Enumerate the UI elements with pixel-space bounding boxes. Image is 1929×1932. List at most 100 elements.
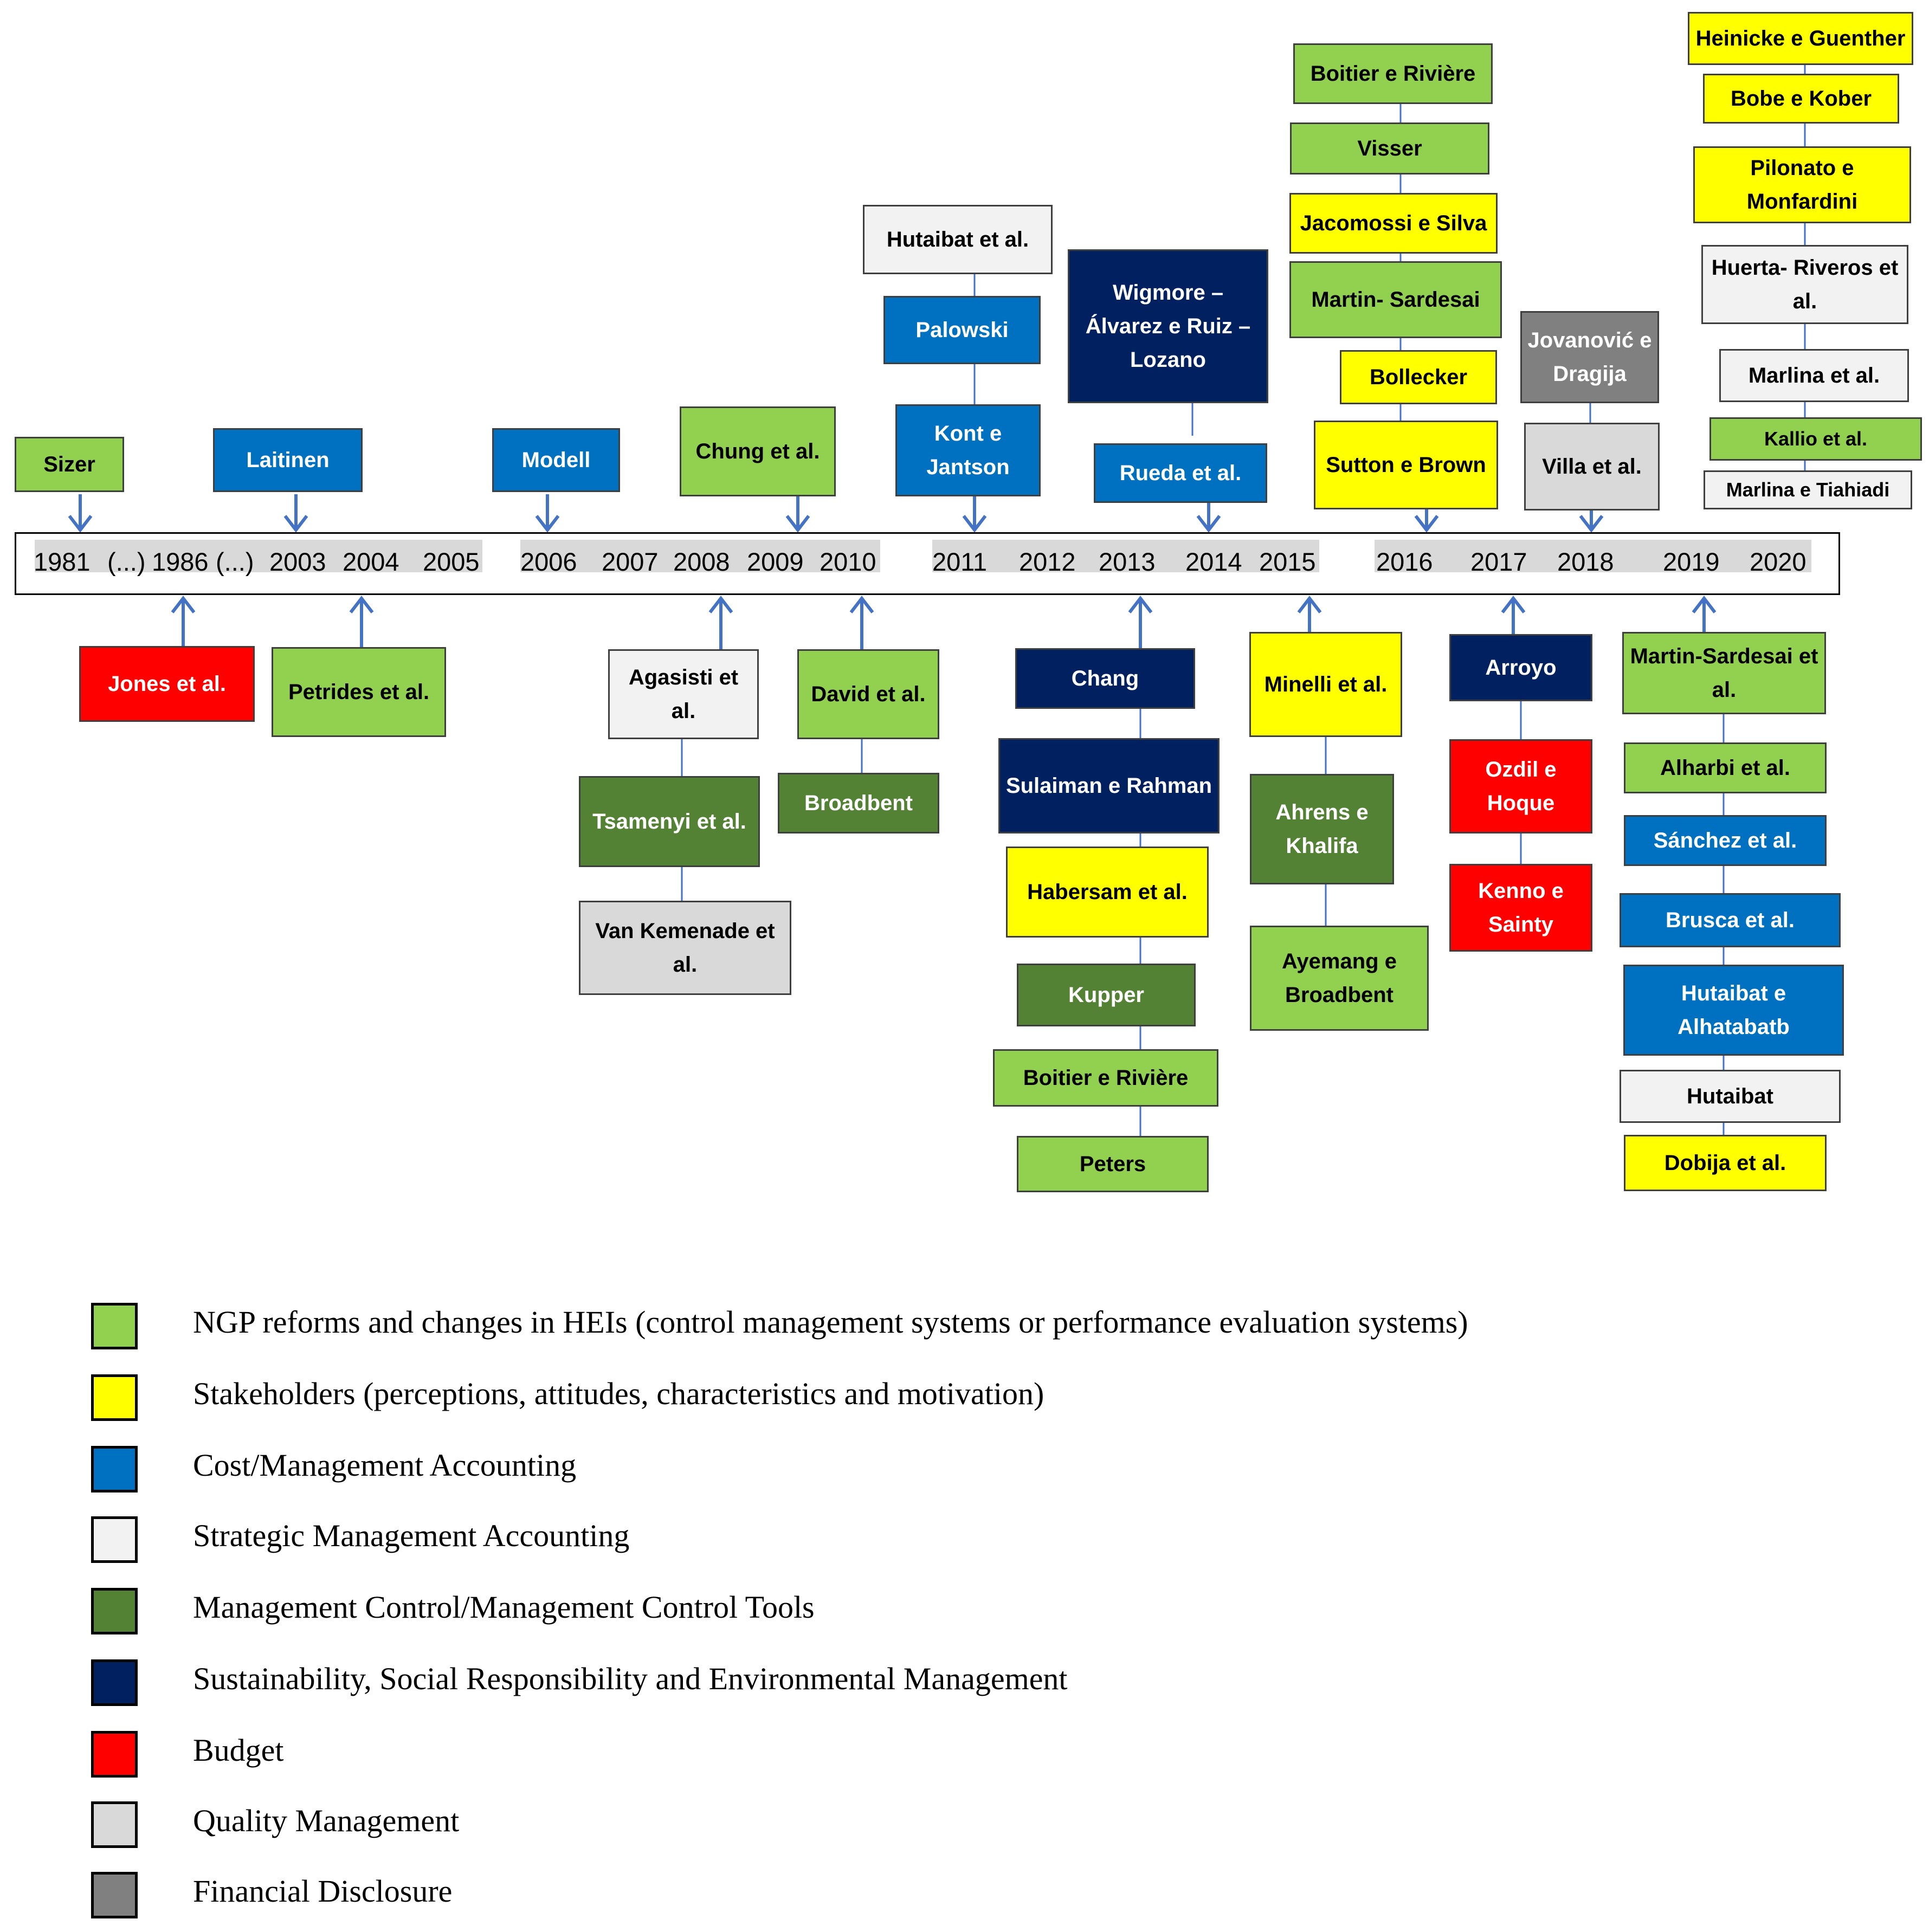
study-label: Tsamenyi et al. [592, 810, 746, 833]
year-label: 1981 [34, 547, 91, 576]
year-label: 2003 [269, 547, 326, 576]
study-label: Peters [1079, 1152, 1146, 1176]
arrow-head [1128, 596, 1153, 613]
arrow-head [283, 515, 308, 533]
study-box-sulaiman-e-rahman: Sulaiman e Rahman [998, 738, 1220, 833]
study-box-boitier-e-rivie-re: Boitier e Rivière [1293, 43, 1493, 104]
study-box-kupper: Kupper [1017, 964, 1196, 1026]
study-label: Chang [1071, 667, 1139, 690]
arrow-head [1414, 515, 1439, 533]
study-label: Boitier e Rivière [1310, 62, 1476, 86]
timeline-arrow [68, 494, 93, 533]
year-label: 2018 [1557, 547, 1614, 576]
study-label: Ahrens e Khalifa [1275, 800, 1369, 858]
study-label: Dobija et al. [1664, 1151, 1786, 1175]
study-label: Laitinen [246, 448, 330, 472]
study-box-kenno-e-sainty: Kenno e Sainty [1449, 864, 1592, 952]
study-label: Kallio et al. [1764, 428, 1868, 450]
study-box-hutaibat-et-al: Hutaibat et al. [863, 205, 1053, 274]
year-label: 2011 [932, 547, 988, 576]
year-label: 2020 [1750, 547, 1807, 576]
legend-label: Stakeholders (perceptions, attitudes, ch… [193, 1376, 1044, 1411]
arrow-head [785, 515, 810, 533]
study-box-heinicke-e-guenther: Heinicke e Guenther [1688, 12, 1913, 65]
study-label: Heinicke e Guenther [1695, 27, 1906, 50]
study-label: Rueda et al. [1119, 461, 1242, 485]
arrow-head [349, 596, 374, 613]
study-label: Marlina e Tiahiadi [1726, 479, 1890, 501]
legend-swatch [91, 1659, 138, 1706]
study-label: Martin- Sardesai [1311, 288, 1480, 312]
study-label: Sutton e Brown [1326, 453, 1486, 477]
study-box-visser: Visser [1290, 122, 1489, 175]
study-box-wigmore-a-lvarez-e-ruiz-lozano: Wigmore – Álvarez e Ruiz – Lozano [1068, 249, 1268, 403]
timeline-arrow [1692, 596, 1717, 632]
arrow-head [535, 515, 560, 533]
timeline-arrow [1128, 596, 1153, 648]
study-box-laitinen: Laitinen [213, 428, 363, 492]
study-label: Sulaiman e Rahman [1005, 774, 1212, 798]
study-box-huerta-riveros-et-al: Huerta- Riveros et al. [1701, 245, 1908, 324]
study-label: Ayemang e Broadbent [1282, 949, 1397, 1007]
study-box-martin-sardesai: Martin- Sardesai [1289, 261, 1502, 338]
study-box-alharbi-et-al: Alharbi et al. [1624, 742, 1827, 793]
arrow-head [708, 596, 733, 613]
study-box-boitier-e-rivie-re: Boitier e Rivière [993, 1049, 1218, 1107]
study-label: Broadbent [804, 791, 913, 815]
legend-label: Strategic Management Accounting [193, 1518, 630, 1553]
timeline-arrow [171, 596, 196, 646]
study-label: Sizer [43, 453, 95, 476]
study-box-hutaibat: Hutaibat [1620, 1070, 1841, 1123]
study-label: Sánchez et al. [1653, 829, 1797, 852]
study-box-david-et-al: David et al. [797, 649, 939, 739]
study-box-minelli-et-al: Minelli et al. [1249, 632, 1402, 737]
study-box-hutaibat-e-alhatabatb: Hutaibat e Alhatabatb [1623, 965, 1844, 1056]
study-box-chang: Chang [1015, 648, 1195, 709]
study-label: Jones et al. [108, 672, 226, 696]
legend-label: Quality Management [193, 1803, 460, 1838]
study-label: Kenno e Sainty [1478, 879, 1564, 936]
arrow-head [68, 515, 93, 533]
arrow-head [849, 596, 874, 613]
study-box-ayemang-e-broadbent: Ayemang e Broadbent [1250, 926, 1429, 1031]
study-box-villa-et-al: Villa et al. [1524, 423, 1660, 511]
timeline-arrow [962, 496, 987, 533]
arrow-head [1501, 596, 1526, 613]
study-label: Habersam et al. [1027, 880, 1188, 904]
study-label: Martin-Sardesai et al. [1630, 644, 1818, 702]
study-box-marlina-e-tiahiadi: Marlina e Tiahiadi [1704, 470, 1912, 509]
legend-swatch [91, 1872, 138, 1918]
study-box-peters: Peters [1017, 1136, 1209, 1192]
study-label: Alharbi et al. [1660, 756, 1791, 780]
study-box-jones-et-al: Jones et al. [79, 646, 255, 722]
arrow-head [1297, 596, 1322, 613]
study-box-jacomossi-e-silva: Jacomossi e Silva [1289, 193, 1498, 254]
arrow-head [171, 596, 196, 613]
year-band [932, 540, 1319, 572]
year-label: 2015 [1259, 547, 1316, 576]
year-label: (...) [107, 547, 146, 576]
year-label: 2012 [1019, 547, 1076, 576]
year-label: 2016 [1376, 547, 1433, 576]
timeline-arrow [535, 494, 560, 533]
study-label: Petrides et al. [288, 680, 430, 704]
timeline-arrow [849, 596, 874, 649]
study-box-habersam-et-al: Habersam et al. [1006, 847, 1209, 938]
study-box-petrides-et-al: Petrides et al. [272, 647, 446, 737]
study-box-rueda-et-al: Rueda et al. [1094, 443, 1267, 503]
year-label: 2007 [602, 547, 659, 576]
study-label: Huerta- Riveros et al. [1711, 256, 1899, 313]
study-box-sutton-e-brown: Sutton e Brown [1314, 421, 1498, 509]
timeline-arrow [1501, 596, 1526, 634]
year-label: 2014 [1185, 547, 1242, 576]
timeline-arrow [1297, 596, 1322, 632]
timeline-arrow [785, 496, 810, 533]
study-label: Hutaibat e Alhatabatb [1678, 981, 1790, 1039]
study-box-modell: Modell [492, 428, 620, 492]
study-box-tsamenyi-et-al: Tsamenyi et al. [579, 776, 760, 867]
legend-label: NGP reforms and changes in HEIs (control… [193, 1304, 1468, 1340]
legend-swatch [91, 1731, 138, 1778]
year-band [1375, 540, 1811, 572]
arrow-head [962, 515, 987, 533]
